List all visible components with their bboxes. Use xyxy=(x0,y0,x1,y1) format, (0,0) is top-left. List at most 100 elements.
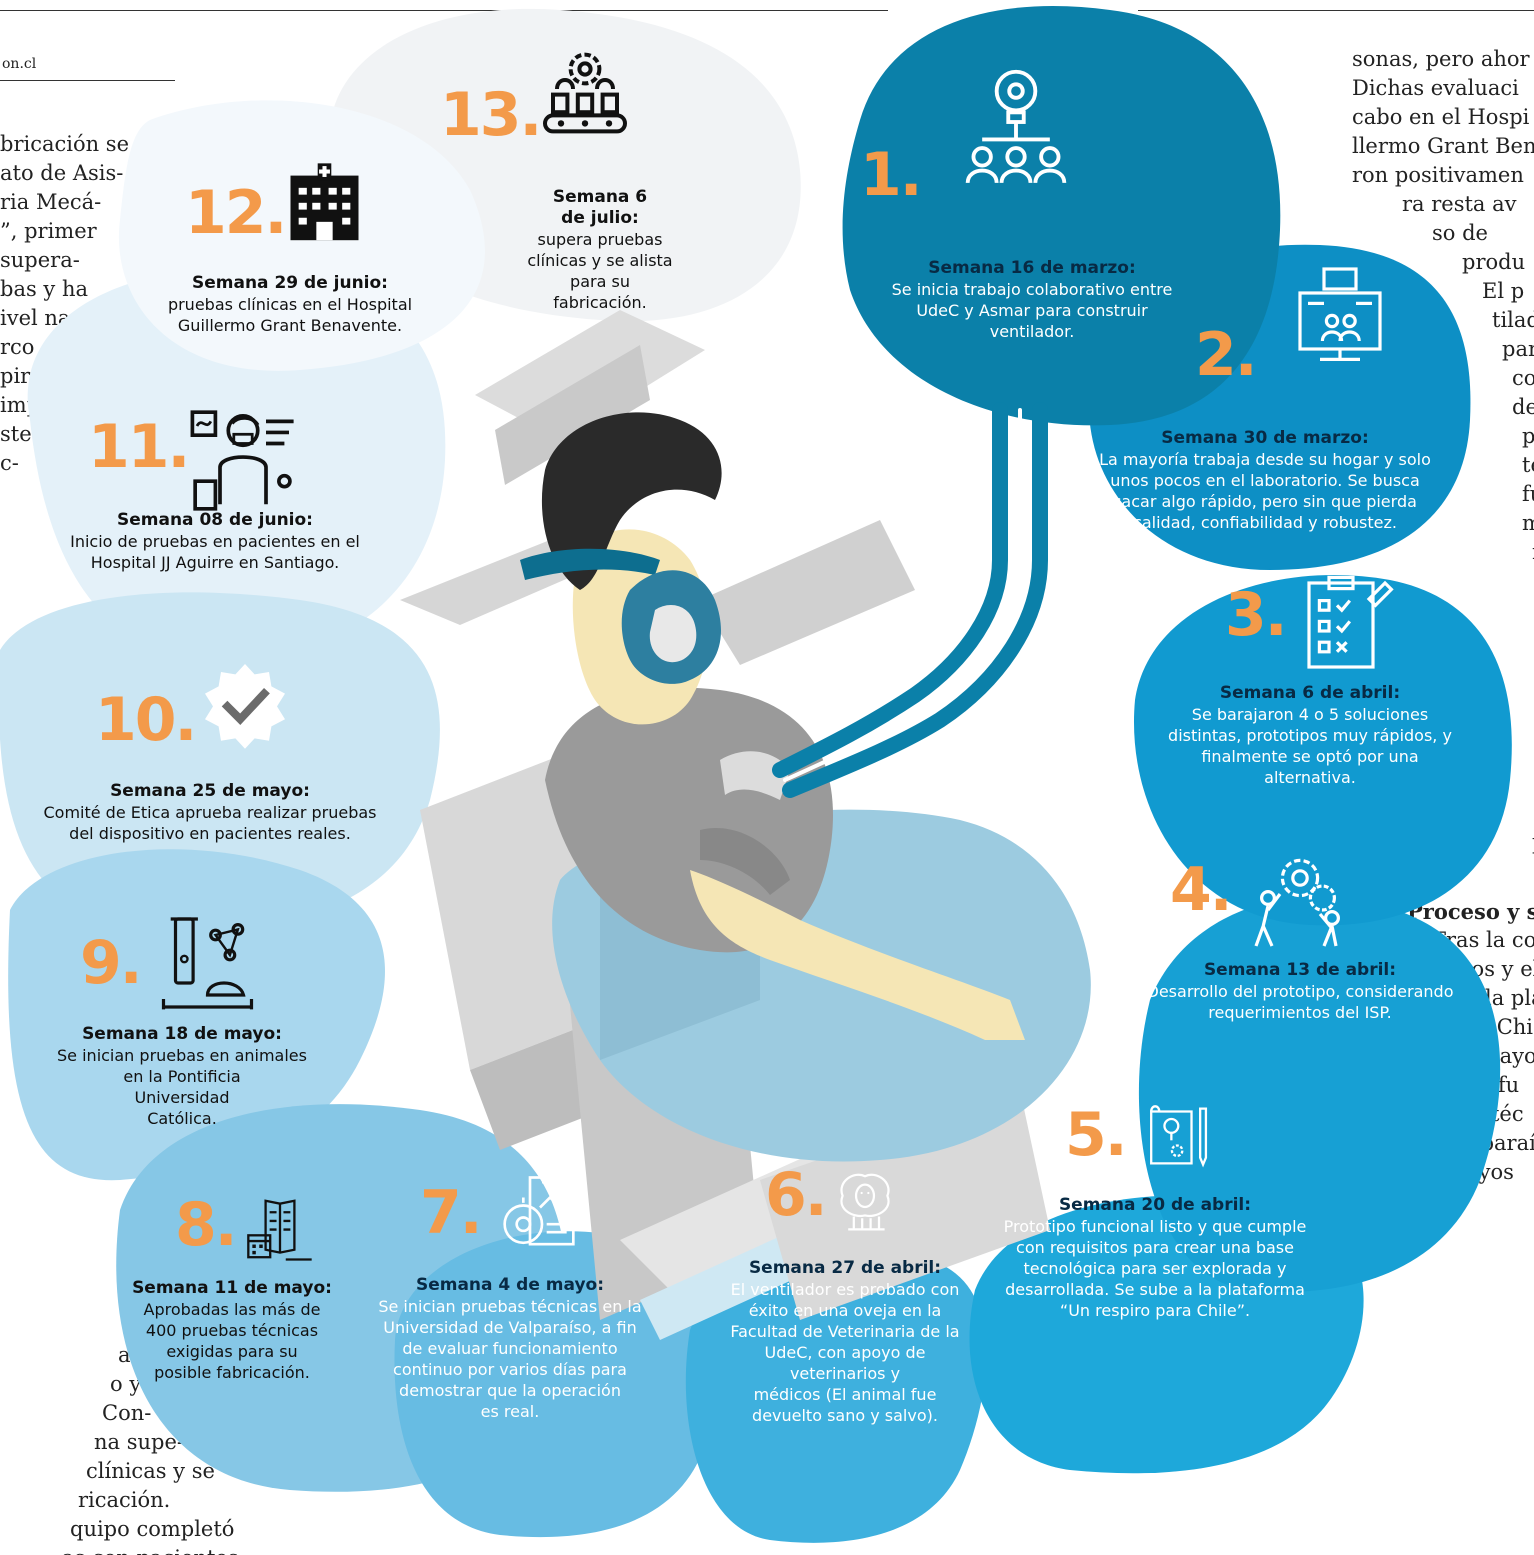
milestone-description-line: Se inicia trabajo colaborativo entre xyxy=(891,280,1173,299)
milestone-number: 5. xyxy=(1065,1100,1128,1170)
milestone-description-line: continuo por varios días para xyxy=(393,1360,627,1379)
right-column-line: de l xyxy=(1512,395,1534,419)
milestone-description-line: finalmente se optó por una xyxy=(1201,747,1419,766)
right-column-line: ron positivamen xyxy=(1352,163,1524,187)
milestone-description-line: UdeC y Asmar para construir xyxy=(916,301,1148,320)
milestone-description-line: Aprobadas las más de xyxy=(143,1300,321,1319)
milestone-description-line: requerimientos del ISP. xyxy=(1208,1003,1392,1022)
milestone-date: Semana 25 de mayo: xyxy=(110,781,310,801)
right-column-line: tilad xyxy=(1492,308,1534,332)
milestone-description-line: veterinarios y xyxy=(789,1364,901,1383)
right-column-line: so de xyxy=(1432,221,1488,245)
milestone-card: Semana 27 de abril:El ventilador es prob… xyxy=(710,1258,980,1426)
milestone-number: 7. xyxy=(420,1178,483,1248)
right-column-line: par xyxy=(1502,337,1534,361)
milestone-date: Semana 13 de abril: xyxy=(1203,960,1397,980)
right-column-line: El p xyxy=(1482,279,1525,303)
milestone-number: 12. xyxy=(185,178,287,248)
milestone-date: Semana 27 de abril: xyxy=(748,1258,942,1278)
right-column-line: ro xyxy=(1352,538,1534,567)
lab-mouse-icon xyxy=(150,915,265,1015)
left-column-line: ”, primer xyxy=(0,219,97,243)
milestone-description-line: Se barajaron 4 o 5 soluciones xyxy=(1191,705,1429,724)
milestone-card: Semana 20 de abril:Prototipo funcional l… xyxy=(990,1195,1320,1321)
blob-1 xyxy=(842,5,1281,426)
remote-work-monitor-icon xyxy=(1290,265,1390,365)
left-column-line: Con- xyxy=(102,1401,152,1425)
doctor-patient-icon xyxy=(183,403,303,518)
left-column-line: ria Mecá- xyxy=(0,190,102,214)
checklist-clipboard-icon xyxy=(1295,575,1395,675)
milestone-number: 6. xyxy=(765,1160,828,1230)
top-rule-right xyxy=(1138,10,1534,11)
right-column-line: po xyxy=(1522,424,1534,448)
right-column-line: terv xyxy=(1522,453,1534,477)
blob-3 xyxy=(1133,575,1512,926)
milestone-description-line: demostrar que la operación xyxy=(399,1381,621,1400)
milestone-description-line: Católica. xyxy=(147,1109,217,1128)
milestone-description-line: supera pruebas xyxy=(537,230,663,249)
milestone-description-line: con requisitos para crear una base xyxy=(1016,1238,1294,1257)
milestone-description-line: médicos (El animal fue xyxy=(753,1385,937,1404)
milestone-description-line: pruebas clínicas en el Hospital xyxy=(167,295,413,314)
milestone-description-line: Se inician pruebas en animales xyxy=(57,1046,307,1065)
milestone-description-line: posible fabricación. xyxy=(154,1363,310,1382)
milestone-description-line: desarrollada. Se sube a la plataforma xyxy=(1005,1280,1305,1299)
milestone-card: Semana 30 de marzo:La mayoría trabaja de… xyxy=(1065,428,1465,533)
milestone-number: 4. xyxy=(1170,855,1233,925)
milestone-description-line: en la Pontificia xyxy=(123,1067,241,1086)
milestone-card: Semana 18 de mayo: Se inician pruebas en … xyxy=(32,1024,332,1129)
gear-factory-icon xyxy=(535,45,635,145)
blob-4 xyxy=(1138,896,1501,1292)
milestone-number: 8. xyxy=(175,1190,238,1260)
milestone-description-line: UdeC, con apoyo de xyxy=(764,1343,926,1362)
right-column-line: ra resta av xyxy=(1402,192,1517,216)
milestone-number: 9. xyxy=(80,928,143,998)
milestone-date: Semana 30 de marzo: xyxy=(1161,428,1369,448)
milestone-date: Semana 18 de mayo: xyxy=(82,1024,282,1044)
stopwatch-clipboard-icon xyxy=(500,1170,580,1255)
milestone-number: 2. xyxy=(1195,320,1258,390)
milestone-description-line: Facultad de Veterinaria de la xyxy=(730,1322,960,1341)
milestone-description-line: Guillermo Grant Benavente. xyxy=(177,316,403,335)
blob-6 xyxy=(685,1246,987,1543)
milestone-description-line: devuelto sano y salvo). xyxy=(752,1406,938,1425)
right-column-line: por la Co xyxy=(1352,828,1534,857)
milestone-description-line: 400 pruebas técnicas xyxy=(145,1321,319,1340)
milestone-description-line: Se inician pruebas técnicas en la xyxy=(378,1297,642,1316)
left-column-line: ricación. xyxy=(78,1488,171,1512)
people-gears-icon xyxy=(1250,850,1350,950)
left-column-line: ato de Asis- xyxy=(0,161,124,185)
milestone-date: Semana 6 de abril: xyxy=(1219,683,1401,703)
milestone-card: Semana 16 de marzo: Se inicia trabajo col… xyxy=(862,258,1202,342)
milestone-card: Semana 08 de junio:Inicio de pruebas en … xyxy=(15,510,415,573)
blob-7 xyxy=(394,1231,724,1538)
milestone-description-line: alternativa. xyxy=(1264,768,1356,787)
milestone-description-line: para su xyxy=(570,272,630,291)
blob-10 xyxy=(0,592,440,931)
right-column-line: con xyxy=(1512,366,1534,390)
approved-badge-icon xyxy=(190,660,300,760)
lightbulb-team-icon xyxy=(958,60,1074,185)
milestone-card: Semana 29 de junio:pruebas clínicas en e… xyxy=(130,273,450,336)
milestone-description-line: tecnológica para ser explorada y xyxy=(1023,1259,1287,1278)
patient-hair xyxy=(541,412,722,590)
blueprint-idea-icon xyxy=(1145,1100,1215,1172)
left-column-line: c- xyxy=(0,451,19,475)
ventilator-hose xyxy=(782,402,1048,798)
right-column-line: men xyxy=(1522,511,1534,535)
milestone-description-line: Comité de Etica aprueba realizar pruebas xyxy=(43,803,377,822)
milestone-description-line: de evaluar funcionamiento xyxy=(402,1339,618,1358)
milestone-number: 3. xyxy=(1225,580,1288,650)
milestone-description-line: Universidad xyxy=(134,1088,230,1107)
milestone-description-line: es real. xyxy=(480,1402,540,1421)
right-column-line: Dichas evaluaci xyxy=(1352,76,1519,100)
milestone-number: 13. xyxy=(440,80,542,150)
right-column-line: fue c xyxy=(1522,482,1534,506)
milestone-description-line: “Un respiro para Chile”. xyxy=(1059,1301,1251,1320)
milestone-date: Semana 16 de marzo: xyxy=(928,258,1136,278)
